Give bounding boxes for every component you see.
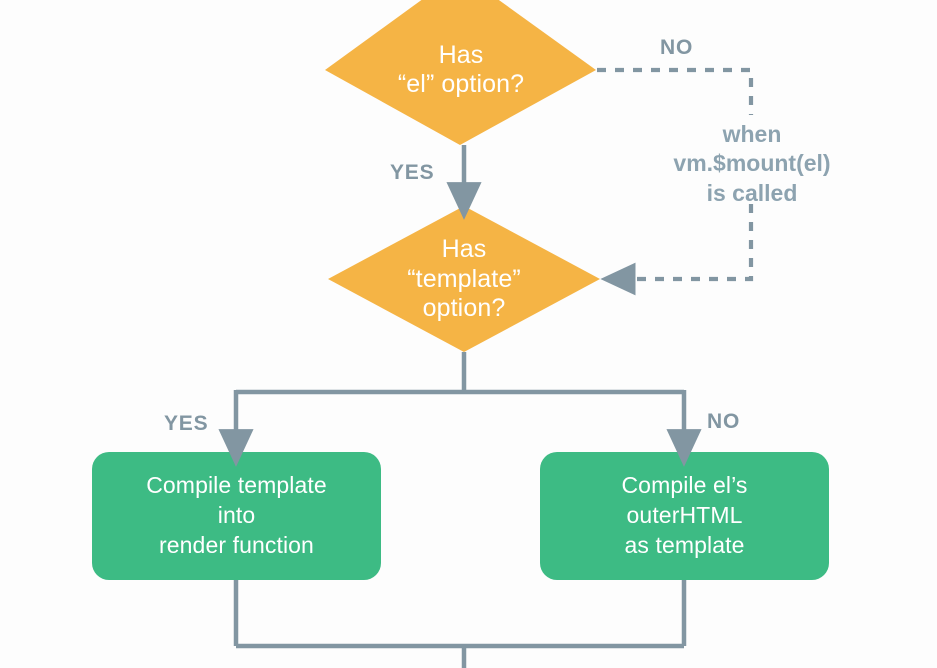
process-node-compile-template[interactable] (92, 452, 381, 580)
edge-label-template-yes: YES (164, 412, 209, 435)
edge-label-el-no: NO (660, 36, 694, 59)
note-mount-called: when vm.$mount(el) is called (673, 121, 831, 206)
edge-label-template-no: NO (707, 410, 741, 433)
decision-node-has-template-option[interactable] (328, 206, 600, 353)
edge-merge-bus-below-boxes (233, 580, 687, 668)
edge-label-el-yes: YES (390, 161, 435, 184)
edge-template-split-bus (236, 352, 684, 395)
process-node-compile-outerhtml[interactable] (540, 452, 829, 580)
decision-node-has-el-option[interactable] (325, 0, 597, 146)
